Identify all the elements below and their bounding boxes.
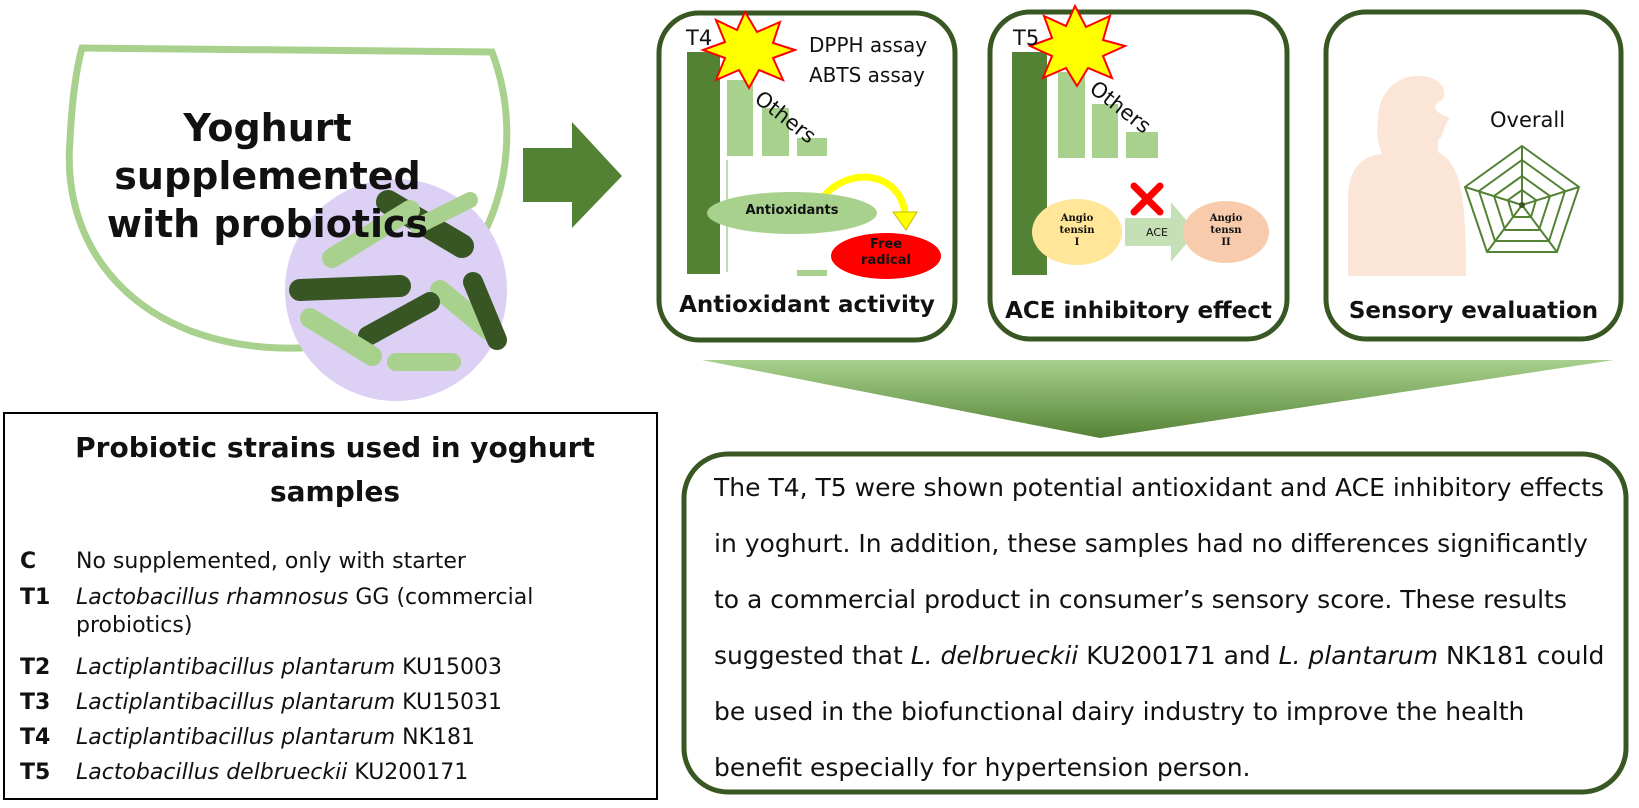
- strain-list-title: Probiotic strains used in yoghurt sample…: [65, 426, 605, 514]
- bacteria-cluster: [289, 190, 507, 371]
- angiotensin-i-ellipse: [1032, 199, 1122, 265]
- conclusion-frame: [681, 451, 1629, 795]
- angiotensin-i-line: Angio: [1060, 213, 1094, 224]
- conclusion-part: The T4, T5 were shown potential antioxid…: [714, 473, 1604, 670]
- strain-id: GG (commercial: [348, 585, 534, 610]
- antioxidants-ellipse: [707, 192, 877, 234]
- angiotensin-i-label: Angio tensin I: [1042, 213, 1112, 249]
- intro-title-line: supplemented: [114, 154, 421, 198]
- others-bar-2: [1092, 104, 1118, 158]
- strain-species: Lactiplantibacillus plantarum: [76, 725, 396, 750]
- strain-list-box: Probiotic strains used in yoghurt sample…: [3, 412, 658, 800]
- strain-row-t3: T3 Lactiplantibacillus plantarum KU15031: [20, 689, 640, 717]
- strain-row-t5: T5 Lactobacillus delbrueckii KU200171: [20, 759, 640, 787]
- strain-species: Lactiplantibacillus plantarum: [76, 655, 396, 680]
- intro-title: Yoghurt supplemented with probiotics: [95, 104, 440, 248]
- panel-ace-title: ACE inhibitory effect: [1005, 298, 1272, 324]
- angiotensin-ii-label: Angio tensn II: [1193, 213, 1259, 249]
- antioxidants-label: Antioxidants: [745, 203, 839, 218]
- strain-id: KU15031: [395, 690, 503, 715]
- scavenge-arrowhead-icon: [892, 211, 918, 231]
- strain-row-t4: T4 Lactiplantibacillus plantarum NK181: [20, 724, 640, 752]
- strain-code: T5: [20, 760, 51, 785]
- strain-row-t1: T1 Lactobacillus rhamnosus GG (commercial…: [20, 584, 640, 640]
- panel-antioxidant-title: Antioxidant activity: [679, 292, 935, 318]
- others-bar-1: [727, 80, 753, 156]
- strain-code: T2: [20, 655, 51, 680]
- t4-bar: [687, 52, 720, 274]
- scavenge-arrow-icon: [814, 173, 909, 215]
- strain-id: KU200171: [347, 760, 469, 785]
- t4-burst-icon: [700, 9, 799, 91]
- strain-id: KU15003: [395, 655, 503, 680]
- conclusion-text: The T4, T5 were shown potential antioxid…: [714, 460, 1614, 796]
- intro-title-line: with probiotics: [106, 202, 429, 246]
- free-radical-ellipse: [831, 233, 941, 279]
- radar-center-dot: [1519, 202, 1525, 208]
- assay-list: DPPH assay ABTS assay: [809, 30, 927, 90]
- conclusion-species: L. plantarum: [1278, 641, 1438, 670]
- assay-name: ABTS assay: [809, 63, 925, 87]
- person-silhouette-icon: [1348, 75, 1466, 277]
- strain-description: No supplemented, only with starter: [76, 549, 466, 574]
- strain-continuation: probiotics): [76, 613, 193, 638]
- t5-burst-icon: [1027, 3, 1128, 88]
- strain-list-title-line: samples: [269, 475, 401, 508]
- others-bar-2: [762, 108, 789, 156]
- strain-code: C: [20, 549, 37, 574]
- strain-list-title-line: Probiotic strains used in yoghurt: [75, 431, 595, 464]
- strain-id: NK181: [395, 725, 475, 750]
- ace-arrow: [1125, 202, 1196, 262]
- flow-arrow-right: [523, 122, 622, 228]
- conclusion-species: L. delbrueckii: [910, 641, 1079, 670]
- others-bar-3: [1126, 132, 1158, 158]
- strain-code: T1: [20, 585, 51, 610]
- angiotensin-i-line: I: [1074, 237, 1080, 248]
- others-bar-1: [1058, 72, 1085, 158]
- t4-sample-label: T4: [686, 26, 713, 50]
- radar-chart-icon: [1463, 144, 1581, 253]
- angiotensin-ii-line: Angio: [1209, 213, 1243, 224]
- angiotensin-ii-ellipse: [1183, 201, 1269, 263]
- strain-row-c: C No supplemented, only with starter: [20, 548, 640, 576]
- angiotensin-ii-line: tensn: [1210, 225, 1242, 236]
- others-bar-3: [797, 138, 827, 156]
- radar-overall-label: Overall: [1490, 108, 1566, 132]
- conclusion-part: NK181 could be used in the biofunctional…: [714, 641, 1605, 782]
- blocked-x-icon: [1130, 182, 1164, 216]
- free-radical-label: Free radical: [834, 237, 938, 269]
- angiotensin-ii-line: II: [1221, 237, 1231, 248]
- strain-species: Lactiplantibacillus plantarum: [76, 690, 396, 715]
- strain-code: T3: [20, 690, 51, 715]
- strain-row-t2: T2 Lactiplantibacillus plantarum KU15003: [20, 654, 640, 682]
- panel-sensory-title: Sensory evaluation: [1348, 298, 1599, 324]
- strain-species: Lactobacillus delbrueckii: [76, 760, 348, 785]
- free-radical-line: radical: [861, 253, 911, 268]
- strain-code: T4: [20, 725, 51, 750]
- assay-name: DPPH assay: [809, 33, 928, 57]
- summary-funnel-arrow: [702, 360, 1614, 438]
- angiotensin-i-line: tensin: [1059, 225, 1095, 236]
- others-bar-stub: [797, 270, 827, 276]
- t5-sample-label: T5: [1013, 26, 1040, 50]
- intro-title-line: Yoghurt: [183, 106, 352, 150]
- strain-species: Lactobacillus rhamnosus: [76, 585, 349, 610]
- free-radical-line: Free: [869, 237, 903, 252]
- ace-label: ACE: [1146, 226, 1168, 239]
- conclusion-part: KU200171 and: [1078, 641, 1279, 670]
